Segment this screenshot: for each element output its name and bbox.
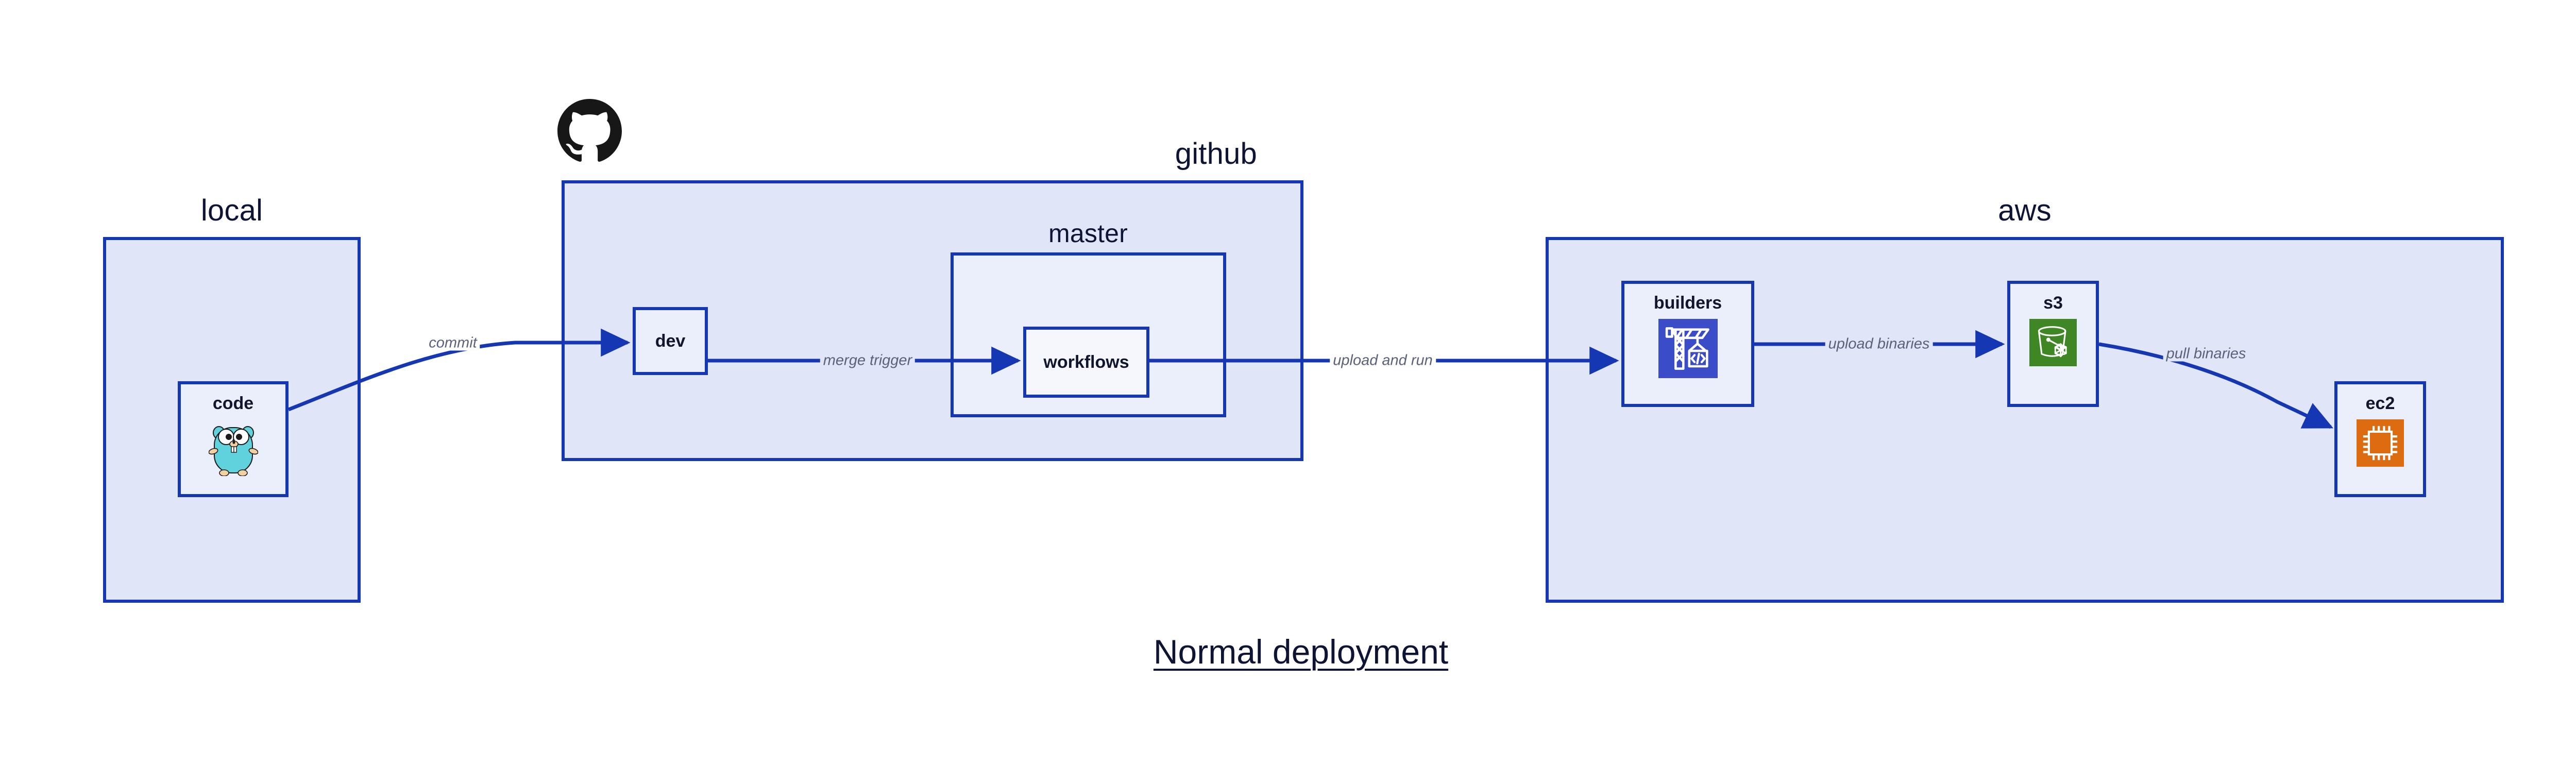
- diagram-title: Normal deployment: [1153, 633, 1449, 671]
- edge-label-upload-and-run: upload and run: [1330, 353, 1436, 368]
- crane-code-icon: [1658, 319, 1718, 378]
- github-octocat-icon: [557, 99, 622, 163]
- node-label-ec2: ec2: [2365, 394, 2395, 413]
- node-ec2[interactable]: ec2: [2334, 381, 2426, 497]
- edge-label-upload-binaries: upload binaries: [1825, 336, 1933, 352]
- group-label-github: github: [1175, 137, 1257, 171]
- group-label-master: master: [1048, 219, 1128, 248]
- cpu-chip-icon: [2357, 419, 2404, 467]
- node-builders[interactable]: builders: [1621, 281, 1754, 407]
- node-label-code: code: [212, 394, 254, 413]
- node-label-builders: builders: [1653, 293, 1722, 313]
- node-code[interactable]: code: [178, 381, 289, 497]
- node-label-s3: s3: [2043, 293, 2063, 313]
- edge-label-pull-binaries: pull binaries: [2163, 346, 2249, 362]
- node-workflows[interactable]: workflows: [1023, 327, 1149, 398]
- node-label-workflows: workflows: [1043, 352, 1129, 372]
- edge-label-commit: commit: [426, 335, 480, 351]
- edge-label-merge-trigger: merge trigger: [820, 353, 916, 368]
- node-label-dev: dev: [655, 331, 686, 351]
- node-s3[interactable]: s3: [2007, 281, 2099, 407]
- s3-bucket-icon: [2029, 319, 2077, 366]
- node-dev[interactable]: dev: [633, 307, 708, 375]
- group-label-aws: aws: [1998, 194, 2052, 227]
- go-gopher-icon: [208, 419, 258, 477]
- group-label-local: local: [200, 194, 263, 227]
